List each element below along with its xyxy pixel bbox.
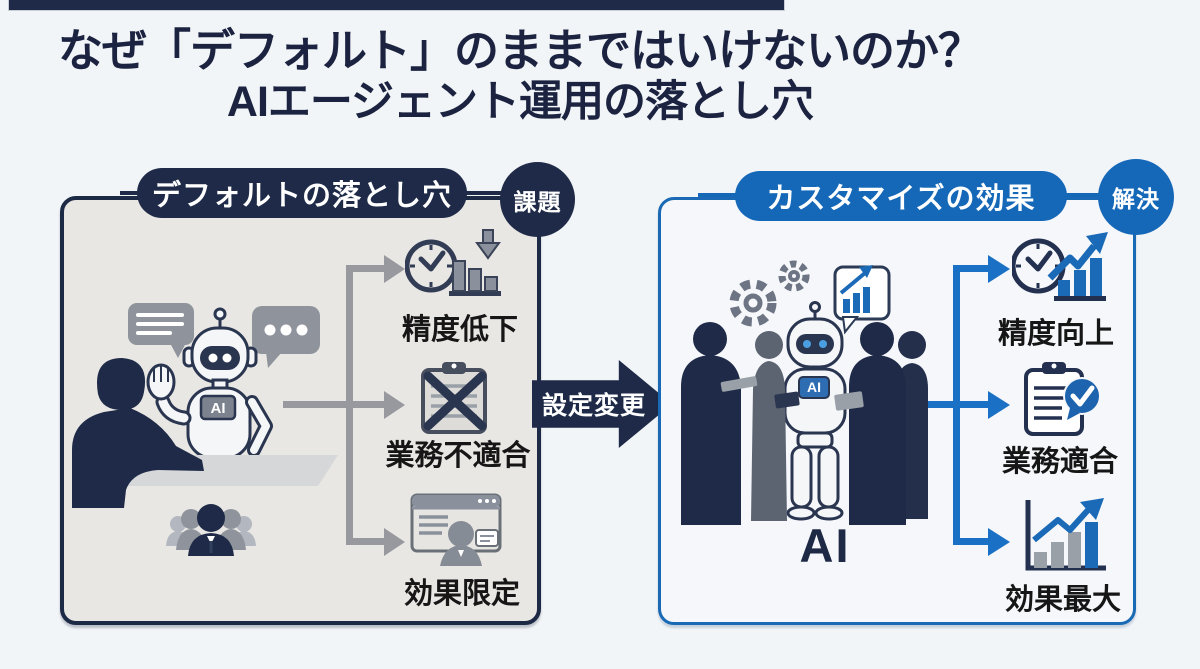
connector-line [350,265,385,272]
ai-caption: AI [799,519,851,572]
connector-line [910,401,990,408]
arrowhead-icon [384,391,405,419]
title-line-1: なぜ「デフォルト」のままではいけないのか？ [57,25,983,76]
connector-line [283,401,385,408]
user-silhouette-icon [72,358,204,508]
connector-line [957,265,990,272]
rising-bar-chart-icon [1025,498,1106,571]
robot-chest-badge: AI [211,400,226,417]
connector-line [1064,193,1104,197]
transition-arrow-label: 設定変更 [542,392,647,420]
left-item-label-1: 精度低下 [401,314,518,346]
connector-line [698,193,738,197]
person-silhouette [834,322,906,525]
right-item-label-2: 業務適合 [1001,446,1118,478]
clipboard-x-icon [421,362,487,434]
right-item-label-3: 効果最大 [1004,584,1121,616]
person-silhouette [681,322,758,525]
issue-badge: 課題 [500,162,575,237]
connector-line [350,538,385,545]
speech-bubble-lines-icon [128,303,194,358]
arrowhead-icon [988,391,1010,419]
speech-bubble-dots-icon [252,306,320,368]
left-item-label-3: 効果限定 [403,578,520,610]
title-line-2: AIエージェント運用の落とし穴 [226,78,814,127]
arrowhead-icon [384,528,405,556]
gears-icon [729,260,810,327]
issue-badge-label: 課題 [513,188,562,215]
business-people-silhouettes [681,322,928,525]
connector-line [953,265,960,545]
transition-arrow: 設定変更 [532,360,672,448]
robot-chest-badge: AI [807,379,821,395]
solution-badge-label: 解決 [1112,186,1160,212]
arrowhead-icon [384,255,405,283]
clipboard-check-icon [1024,362,1101,436]
customized-scene-illustration: AI [681,260,928,525]
solution-badge: 解決 [1098,159,1174,235]
robot-icon: AI [146,307,273,460]
left-item-label-2: 業務不適合 [385,440,531,472]
connector-line [464,191,504,195]
connector-line [346,265,353,545]
arrowhead-icon [988,528,1010,556]
clock-rising-chart-icon [1012,232,1108,301]
right-panel-header-label: カスタマイズの効果 [766,183,1036,215]
browser-user-icon [410,493,502,566]
page-title: なぜ「デフォルト」のままではいけないのか？ AIエージェント運用の落とし穴 [0,24,1040,128]
default-scene-illustration: AI [72,303,338,556]
left-panel-header-label: デフォルトの落とし穴 [151,180,452,212]
chart-bubble-icon [833,265,891,335]
group-of-people-icon [166,504,256,556]
clock-declining-bars-icon [405,229,501,296]
connector-line [120,191,140,195]
right-item-label-1: 精度向上 [997,318,1114,350]
person-silhouette [751,331,800,521]
connector-line [957,538,990,545]
right-panel-header: カスタマイズの効果 [735,171,1067,221]
top-accent-bar [8,0,785,11]
arrowhead-icon [988,255,1010,283]
robot-icon: AI [783,301,847,521]
left-panel-header: デフォルトの落とし穴 [137,168,467,218]
